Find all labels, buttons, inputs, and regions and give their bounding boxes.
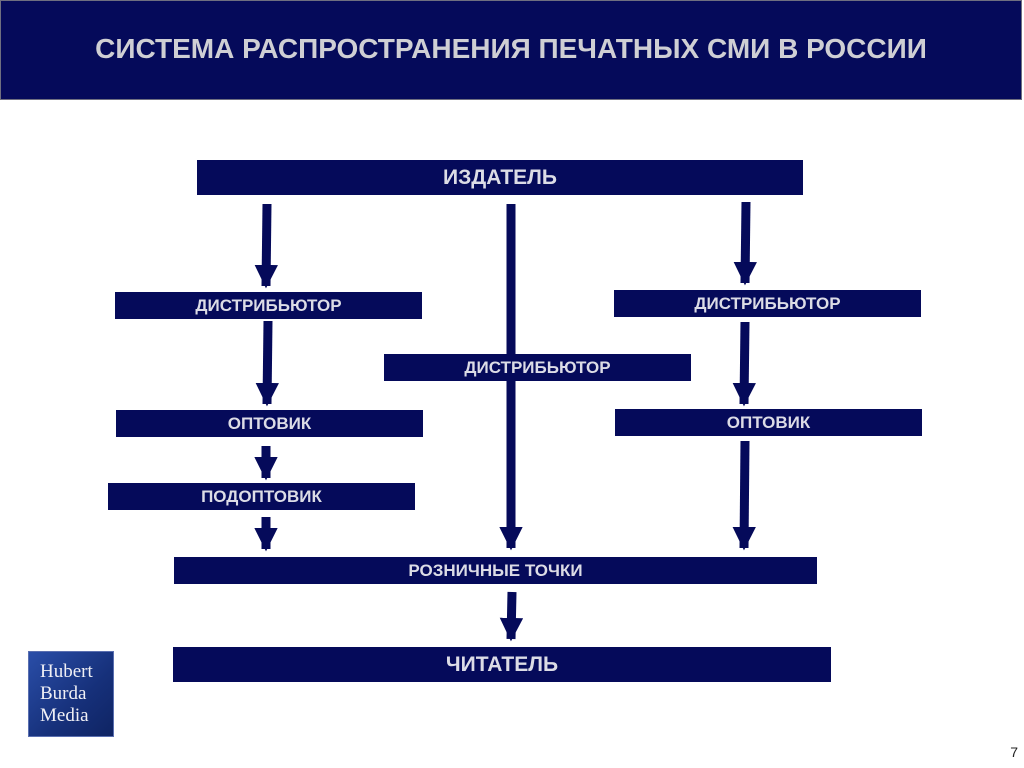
logo-line-1: Hubert bbox=[40, 661, 93, 682]
arrow-publisher-to-distributor-left bbox=[254, 203, 278, 289]
distributor-center-label: ДИСТРИБЬЮТОР bbox=[464, 357, 611, 377]
wholesaler-right-label: ОПТОВИК bbox=[726, 412, 811, 432]
wholesaler-left-box: ОПТОВИК bbox=[116, 410, 423, 437]
subwholesaler-box: ПОДОПТОВИК bbox=[108, 483, 415, 510]
distributor-left-box: ДИСТРИБЬЮТОР bbox=[115, 292, 422, 319]
publisher-label: ИЗДАТЕЛЬ bbox=[443, 165, 557, 189]
publisher-box: ИЗДАТЕЛЬ bbox=[197, 160, 803, 195]
distributor-center-box: ДИСТРИБЬЮТОР bbox=[384, 354, 691, 381]
subwholesaler-label: ПОДОПТОВИК bbox=[201, 486, 322, 506]
distributor-right-box: ДИСТРИБЬЮТОР bbox=[614, 290, 921, 317]
title-banner: СИСТЕМА РАСПРОСТРАНЕНИЯ ПЕЧАТНЫХ СМИ В Р… bbox=[0, 0, 1022, 100]
retail-points-box: РОЗНИЧНЫЕ ТОЧКИ bbox=[174, 557, 817, 584]
retail-points-label: РОЗНИЧНЫЕ ТОЧКИ bbox=[408, 560, 583, 580]
wholesaler-right-box: ОПТОВИК bbox=[615, 409, 922, 436]
page-number: 7 bbox=[1010, 744, 1018, 760]
hubert-burda-media-logo: Hubert Burda Media bbox=[28, 651, 114, 737]
distributor-left-label: ДИСТРИБЬЮТОР bbox=[195, 295, 342, 315]
reader-box: ЧИТАТЕЛЬ bbox=[173, 647, 831, 682]
arrow-wholesaler-right-to-retail bbox=[732, 440, 756, 551]
logo-line-2: Burda bbox=[40, 683, 87, 704]
wholesaler-left-label: ОПТОВИК bbox=[227, 413, 312, 433]
arrow-retail-to-reader bbox=[499, 591, 524, 642]
arrow-distributor-right-to-wholesaler-right bbox=[732, 321, 756, 407]
arrow-distributor-left-to-wholesaler-left bbox=[255, 320, 279, 407]
distributor-right-label: ДИСТРИБЬЮТОР bbox=[694, 293, 841, 313]
arrow-publisher-to-distributor-right bbox=[733, 201, 757, 286]
page-title: СИСТЕМА РАСПРОСТРАНЕНИЯ ПЕЧАТНЫХ СМИ В Р… bbox=[95, 33, 927, 64]
reader-label: ЧИТАТЕЛЬ bbox=[445, 652, 559, 676]
logo-line-3: Media bbox=[40, 705, 89, 726]
